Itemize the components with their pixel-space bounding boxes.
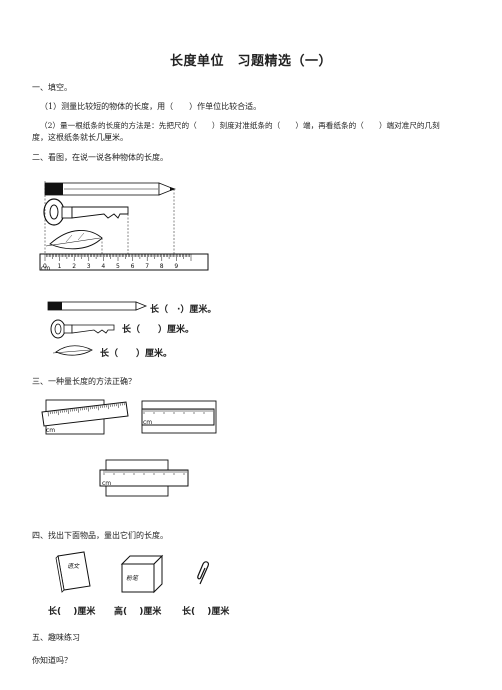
ruler-number: 7 [145, 263, 149, 270]
answer-box: 高( )厘米 [114, 607, 162, 617]
ruler-number: 5 [116, 263, 120, 270]
ruler-main: 0 1 2 3 4 5 6 7 8 9 cm [39, 253, 209, 272]
question-1: （1）测量比较短的物体的长度，用（ ）作单位比较合适。 [40, 102, 262, 111]
section5-line1: 你知道吗？ [32, 656, 72, 665]
measurement-figure: 0 1 2 3 4 5 6 7 8 9 cm [39, 181, 209, 272]
ruler-number: 0 [43, 263, 47, 270]
answer-leaf: 长（ ）厘米。 [100, 349, 173, 359]
ruler-option-a: cm [41, 399, 129, 435]
ruler-number: 8 [160, 263, 164, 270]
ruler-number: 9 [174, 263, 178, 270]
answer-clip: 长( )厘米 [182, 607, 230, 617]
section1-heading: 一、填空。 [32, 83, 72, 92]
box-label: 粉笔 [126, 574, 139, 582]
ruler-number: 2 [72, 263, 76, 270]
answer-book: 长( )厘米 [48, 607, 96, 617]
pencil-small-icon [47, 301, 148, 311]
page-title: 长度单位 习题精选（一） [169, 54, 332, 69]
ruler-number: 6 [131, 263, 135, 270]
chalk-box-icon: 粉笔 [120, 554, 164, 594]
ruler-option-c: cm [99, 459, 189, 497]
answer-pencil: 长（ ·）厘米。 [150, 305, 217, 315]
paper-clip-icon [197, 561, 210, 585]
book-icon: 语文 [55, 551, 91, 593]
ruler-unit-label: cm [41, 265, 50, 272]
ruler-option-b: cm [141, 400, 217, 434]
ruler-number: 4 [101, 263, 105, 270]
ruler-number: 3 [87, 263, 91, 270]
question-2-line2: 度，这根纸条就长几厘米。 [32, 133, 128, 142]
leaf-small-icon [52, 345, 93, 356]
section5-heading: 五、趣味练习 [32, 633, 80, 642]
key-small-icon [50, 319, 115, 339]
pencil-icon [44, 182, 176, 196]
key-icon [43, 198, 129, 226]
ruler-a-unit: cm [46, 427, 55, 434]
ruler-b-unit: cm [143, 419, 152, 426]
section4-heading: 四、找出下面物品，量出它们的长度。 [32, 531, 168, 540]
ruler-c-unit: cm [102, 480, 111, 487]
answer-key: 长（ ）厘米。 [122, 325, 195, 335]
question-2-line1: （2）量一根纸条的长度的方法是：先把尺的（ ）刻度对准纸条的（ ）端，再看纸条的… [40, 121, 440, 130]
ruler-number: 1 [58, 263, 62, 270]
book-label: 语文 [67, 562, 80, 570]
section3-heading: 三、一种量长度的方法正确？ [32, 377, 136, 386]
leaf-icon [45, 230, 103, 250]
section2-heading: 二、看图，在说一说各种物体的长度。 [32, 153, 168, 162]
